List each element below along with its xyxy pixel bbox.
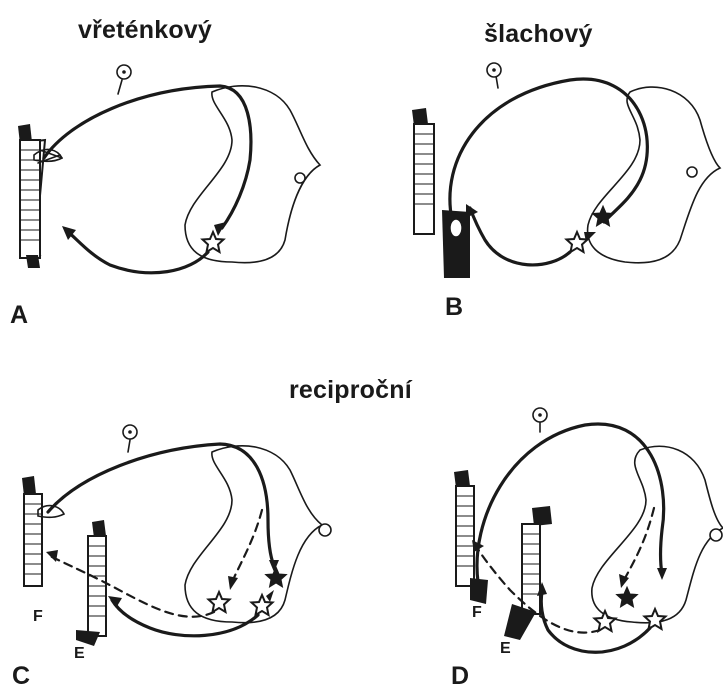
panel-b-afferent-fiber xyxy=(450,79,647,222)
panel-d-afferent-fiber xyxy=(477,424,664,582)
panel-c-central-canal xyxy=(319,524,331,536)
panel-d-flexor-muscle xyxy=(454,470,488,604)
panel-c-afferent-branch-dashed xyxy=(232,510,262,582)
panel-b-tendon-reflex xyxy=(412,63,720,278)
panel-d-reciprocal-reflex xyxy=(454,408,723,652)
panel-b-central-canal xyxy=(687,167,697,177)
panel-c-reciprocal-reflex xyxy=(22,425,331,646)
panel-a-motor-neuron xyxy=(203,232,224,252)
panel-a-afferent-fiber xyxy=(44,86,251,228)
panel-c-flexor-muscle xyxy=(22,476,64,586)
panel-b-muscle xyxy=(412,108,470,278)
panel-c-afferent-fiber xyxy=(48,444,274,566)
panel-d-central-canal xyxy=(710,529,722,541)
panel-d-motor-neuron-flexor xyxy=(595,611,616,631)
panel-c-efferent-to-extensor xyxy=(112,600,258,636)
panel-c-spinal-cord xyxy=(185,446,322,623)
panel-a-spindle-reflex xyxy=(18,65,320,273)
panel-b-motor-neuron xyxy=(567,232,588,252)
panel-c-inhibited-efferent-to-flexor xyxy=(50,556,214,617)
panel-c-inhibitory-interneuron xyxy=(266,567,287,587)
panel-d-motor-neuron-extensor xyxy=(645,609,666,629)
panel-d-inhibitory-interneuron xyxy=(617,587,638,607)
panel-c-extensor-muscle xyxy=(76,520,106,646)
panel-a-central-canal xyxy=(295,173,305,183)
panel-c-motor-neuron-flexor xyxy=(209,592,230,612)
panel-d-afferent-branch-dashed xyxy=(624,508,654,580)
panel-b-spinal-cord xyxy=(588,87,720,263)
panel-b-efferent-fiber xyxy=(470,208,570,265)
